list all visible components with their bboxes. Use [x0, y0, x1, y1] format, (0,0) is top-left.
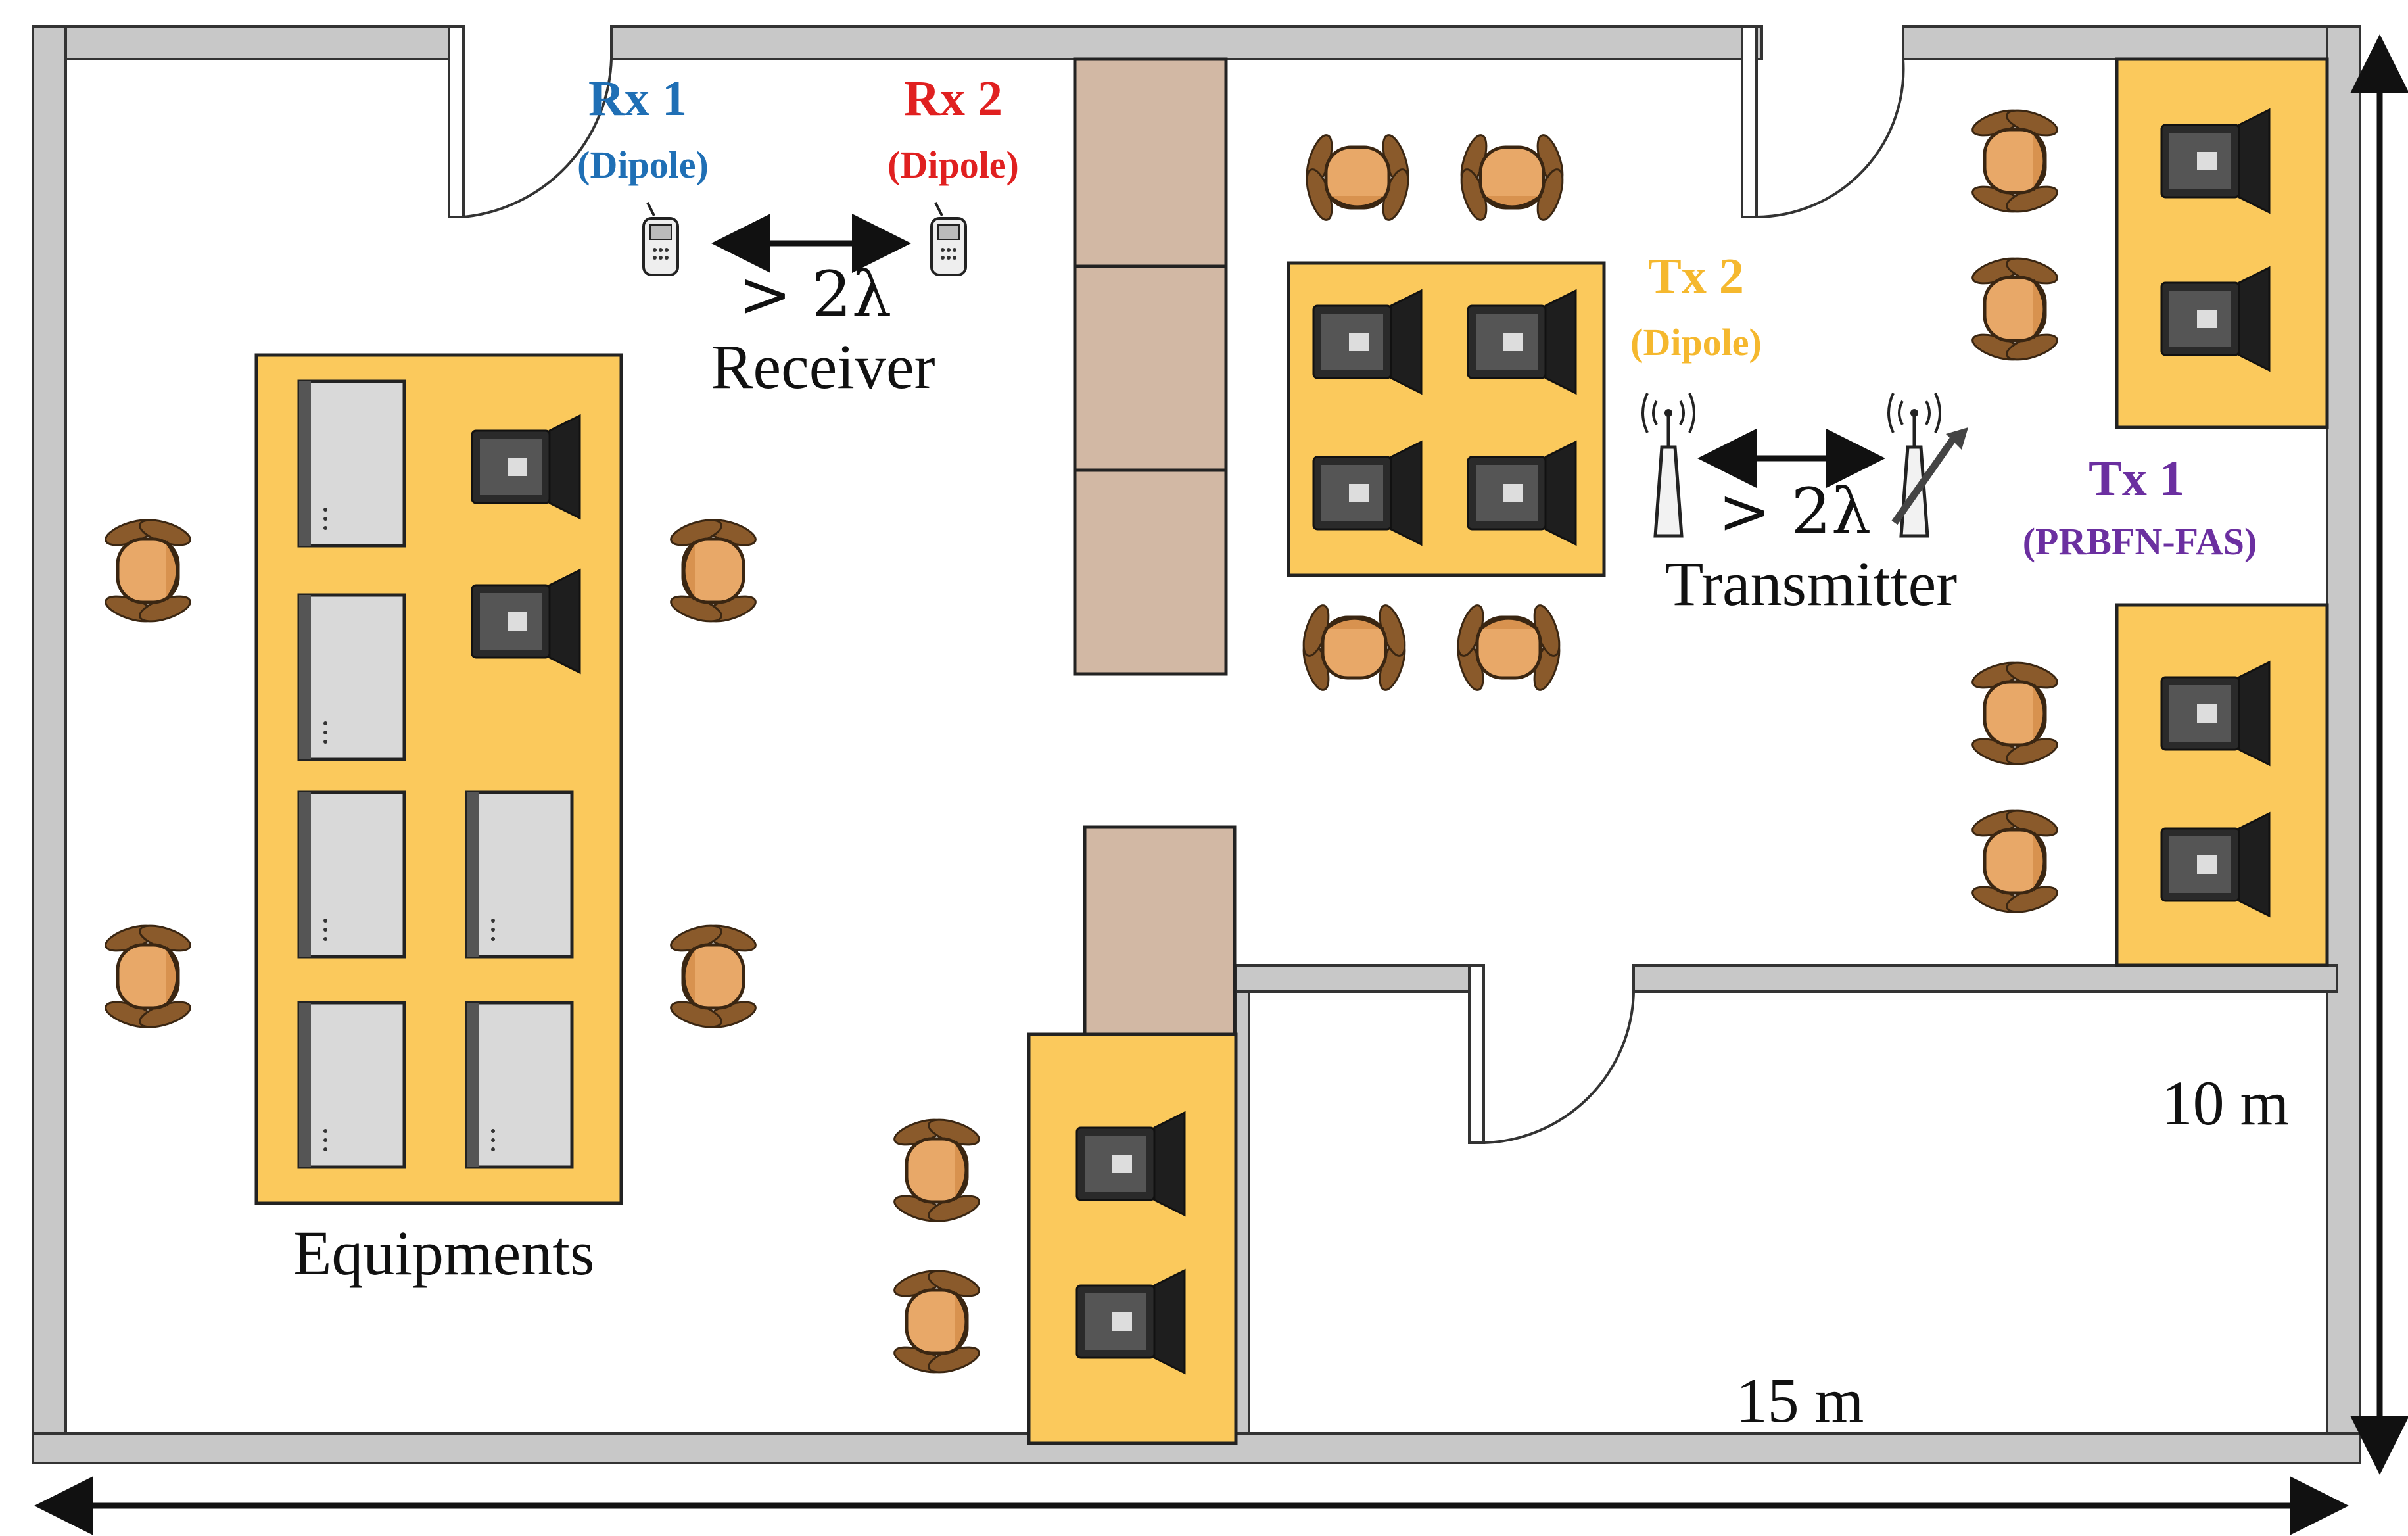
partition-bottom — [1083, 825, 1237, 1036]
rx1-type-label: (Dipole) — [577, 143, 709, 186]
tx-spacing-label: > 2λ — [1718, 475, 1872, 548]
right-desk-top — [2115, 57, 2329, 429]
width-dimension-label: 15 m — [1735, 1365, 1864, 1435]
tx2-label: Tx 2 — [1648, 249, 1744, 304]
rx1-label: Rx 1 — [588, 71, 687, 126]
equipments-label: Equipments — [293, 1218, 595, 1288]
rx2-label: Rx 2 — [904, 71, 1003, 126]
rx-spacing-label: > 2λ — [738, 258, 892, 331]
height-dimension-label: 10 m — [2161, 1068, 2290, 1138]
tx1-label: Tx 1 — [2089, 451, 2184, 506]
transmitter-label: Transmitter — [1664, 548, 1958, 619]
door-top-left — [448, 25, 613, 218]
door-top-right — [1741, 25, 1905, 218]
rx2-type-label: (Dipole) — [887, 143, 1019, 186]
inner-walls — [1235, 964, 2338, 1435]
tx1-type-label: (PRBFN-FAS) — [2022, 520, 2257, 563]
tx2-type-label: (Dipole) — [1630, 321, 1762, 364]
tx1-steer-arrow — [1891, 433, 1959, 525]
bottom-desk — [1027, 1032, 1238, 1445]
receiver-label: Receiver — [711, 331, 935, 402]
rx2-phone-icon — [930, 201, 967, 276]
center-desk — [1287, 261, 1606, 577]
right-desk-bottom — [2115, 603, 2329, 967]
equipment-desk — [254, 353, 623, 1205]
tx2-antenna-icon — [1643, 393, 1694, 536]
partition-top — [1073, 57, 1228, 676]
rx1-phone-icon — [642, 201, 679, 276]
door-inner — [1468, 964, 1635, 1144]
tx1-steer-arrowhead — [1946, 427, 1968, 450]
